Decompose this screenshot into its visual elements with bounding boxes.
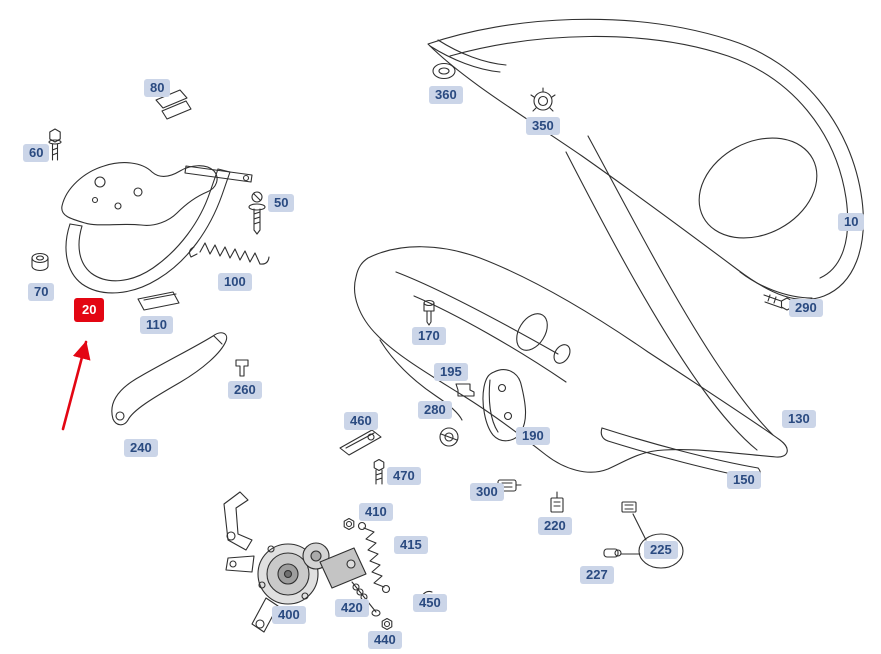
trunk-lid-inner-panel-drawing (354, 135, 788, 473)
part-label-20-highlighted[interactable]: 20 (74, 298, 105, 323)
grommet-350-drawing (530, 87, 556, 112)
nut-440-drawing (381, 617, 393, 631)
part-label-460[interactable]: 460 (344, 412, 378, 431)
hinge-bracket-outline (61, 162, 218, 226)
rod-420-drawing (351, 581, 381, 617)
screw-50-drawing (248, 191, 266, 235)
part-label-70[interactable]: 70 (28, 283, 55, 302)
part-label-260[interactable]: 260 (228, 381, 262, 400)
nut-410-drawing (343, 517, 355, 531)
part-label-195[interactable]: 195 (434, 363, 468, 382)
rubber-block-110-drawing (137, 291, 180, 311)
spring-100-drawing (188, 242, 270, 265)
bracket-460-drawing (339, 429, 382, 456)
clip-220-drawing (550, 491, 564, 513)
highlight-arrow (61, 340, 91, 431)
part-label-130[interactable]: 130 (782, 410, 816, 429)
part-label-227[interactable]: 227 (580, 566, 614, 585)
hinge-assembly-drawing (31, 89, 270, 311)
part-label-290[interactable]: 290 (789, 299, 823, 318)
part-label-60[interactable]: 60 (23, 144, 50, 163)
clip-195-drawing (455, 383, 475, 397)
part-label-150[interactable]: 150 (727, 471, 761, 490)
nut-70-drawing (31, 252, 49, 272)
trunk-lid-outline (427, 18, 864, 300)
part-label-410[interactable]: 410 (359, 503, 393, 522)
part-label-220[interactable]: 220 (538, 517, 572, 536)
part-label-440[interactable]: 440 (368, 631, 402, 650)
clip-260-drawing (235, 359, 249, 377)
part-label-470[interactable]: 470 (387, 467, 421, 486)
part-label-450[interactable]: 450 (413, 594, 447, 613)
latch-motor-assembly-drawing (223, 429, 435, 633)
part-label-300[interactable]: 300 (470, 483, 504, 502)
trunk-lid-outer-drawing (427, 18, 864, 300)
part-label-225[interactable]: 225 (644, 541, 678, 560)
bolt-170-drawing (423, 299, 435, 326)
part-label-100[interactable]: 100 (218, 273, 252, 292)
part-label-240[interactable]: 240 (124, 439, 158, 458)
part-label-190[interactable]: 190 (516, 427, 550, 446)
part-label-280[interactable]: 280 (418, 401, 452, 420)
part-label-350[interactable]: 350 (526, 117, 560, 136)
bolt-470-drawing (373, 458, 385, 485)
spring-415-drawing (357, 521, 391, 594)
wedge-80-drawing (155, 89, 192, 120)
part-label-170[interactable]: 170 (412, 327, 446, 346)
part-label-10[interactable]: 10 (838, 213, 865, 232)
bolt-60-drawing (48, 128, 62, 161)
part-label-400[interactable]: 400 (272, 606, 306, 625)
bracket-190-drawing (482, 369, 527, 442)
inner-panel-outline (354, 246, 788, 473)
hinge-arm-240-drawing (111, 332, 249, 426)
part-label-420[interactable]: 420 (335, 599, 369, 618)
part-label-80[interactable]: 80 (144, 79, 171, 98)
small-parts-drawing (423, 62, 794, 569)
grommet-280-drawing (439, 427, 459, 447)
part-label-415[interactable]: 415 (394, 536, 428, 555)
part-label-50[interactable]: 50 (268, 194, 295, 213)
part-label-110[interactable]: 110 (140, 316, 173, 335)
part-label-360[interactable]: 360 (429, 86, 463, 105)
grommet-360-drawing (432, 62, 456, 80)
switch-and-bulb-225-group-drawing (603, 501, 684, 569)
